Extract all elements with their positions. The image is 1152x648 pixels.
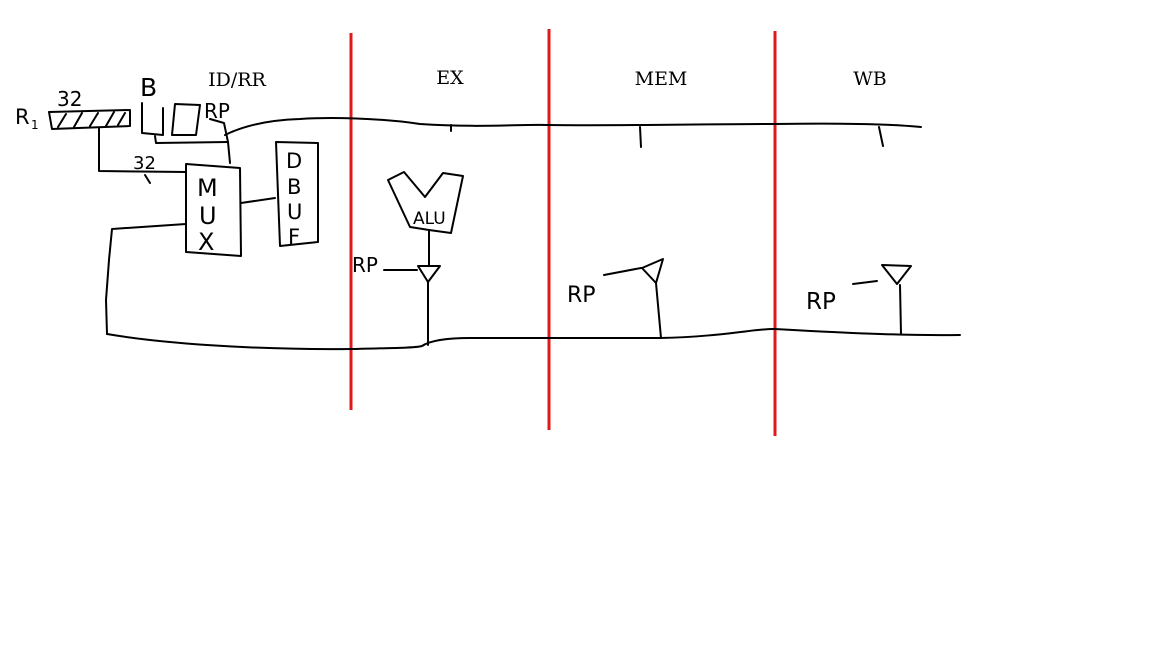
rp-label-ex: RP	[352, 253, 378, 277]
rp-drop-wb	[899, 284, 902, 335]
dbuf-box	[275, 141, 319, 247]
mux-width-label: 32	[133, 153, 156, 174]
rp-label-idrr: RP	[204, 99, 230, 123]
b-cup-right	[171, 103, 201, 136]
register-width-label: 32	[57, 87, 82, 111]
stage-label-wb: WB	[853, 68, 887, 90]
feedback-wire	[105, 223, 187, 335]
register-label: R	[15, 105, 30, 129]
top-bus-tick-wb	[878, 126, 884, 147]
dbuf-letter-f: F	[288, 225, 300, 249]
rp-wire-idrr	[209, 118, 231, 164]
b-block-wire	[154, 135, 229, 144]
register-r1	[48, 109, 131, 130]
mux-letter-m: M	[197, 174, 218, 202]
top-bus-line	[224, 117, 922, 136]
mux-to-dbuf-wire	[240, 197, 276, 204]
stage-label-mem: MEM	[635, 68, 688, 90]
top-bus-tick-mem	[639, 126, 642, 148]
b-cup-left	[141, 102, 164, 136]
rp-triangle-ex	[417, 265, 441, 283]
dbuf-letter-u: U	[287, 200, 302, 224]
alu-shape	[387, 171, 464, 234]
register-subscript: 1	[31, 118, 39, 132]
mux-letter-u: U	[199, 202, 217, 230]
register-hatching	[57, 111, 126, 128]
rp-label-wb: RP	[806, 289, 836, 315]
rp-label-mem: RP	[567, 283, 596, 308]
stage-label-ex: EX	[436, 67, 464, 89]
rp-drop-mem	[655, 282, 662, 339]
dbuf-letter-b: B	[287, 175, 301, 199]
mux-box	[185, 163, 242, 257]
dbuf-letter-d: D	[286, 149, 302, 173]
bottom-bus-line	[106, 327, 961, 351]
stage-label-idrr: ID/RR	[208, 69, 266, 91]
rp-wire-mem	[603, 267, 642, 276]
rp-triangle-wb	[881, 264, 912, 285]
alu-label: ALU	[413, 209, 446, 229]
mux-letter-x: X	[198, 228, 214, 256]
mux-width-slash	[144, 174, 151, 184]
register-to-mux-wire	[98, 127, 187, 173]
b-label: B	[140, 73, 157, 102]
rp-triangle-mem	[641, 258, 664, 284]
rp-wire-wb	[852, 280, 878, 285]
